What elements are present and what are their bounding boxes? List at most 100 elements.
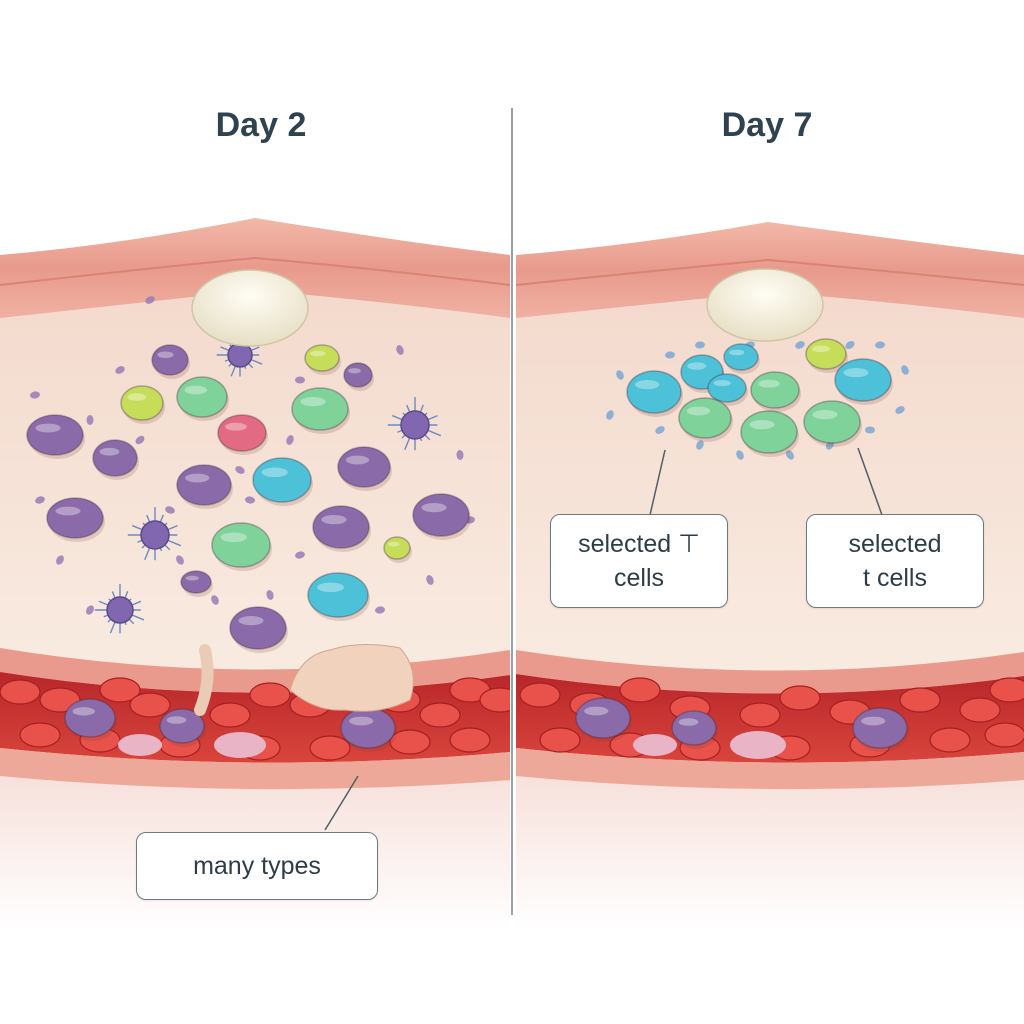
- upper-membrane: [0, 218, 510, 318]
- red-blood-cell: [739, 702, 781, 728]
- red-blood-cell: [0, 679, 41, 705]
- lime-cell: [120, 385, 165, 424]
- day2-panel: [0, 218, 510, 930]
- cell-fragment: [86, 605, 94, 615]
- migrating-strand: [194, 644, 214, 716]
- pointer-line-selected-left: [649, 449, 666, 516]
- callout-line-2: cells: [613, 564, 664, 592]
- lime-cell: [383, 536, 412, 563]
- callout-line-1: selected: [848, 530, 942, 558]
- torn-tissue-shape: [289, 643, 414, 712]
- red-blood-cell: [39, 687, 81, 713]
- cell-fragment: [795, 341, 805, 349]
- cell-fragment: [736, 450, 744, 460]
- red-blood-cell: [984, 722, 1024, 748]
- lymph-node-dome: [191, 269, 309, 347]
- purple-cell: [151, 344, 190, 379]
- cell-fragment: [875, 341, 885, 349]
- cell-cluster-day2: [26, 296, 475, 653]
- pale-cell: [730, 731, 786, 759]
- cell-fragment: [785, 450, 795, 460]
- cell-fragment: [235, 466, 245, 474]
- green-cell: [176, 376, 229, 421]
- blood-vessel-wall-bottom: [0, 748, 510, 790]
- red-blood-cell: [519, 682, 561, 708]
- green-cell: [803, 400, 862, 447]
- cell-fragment: [665, 351, 675, 359]
- purple-cell: [575, 697, 632, 742]
- pink-cell: [217, 414, 268, 455]
- purple-cell: [159, 708, 206, 747]
- purple-cell: [92, 439, 139, 480]
- red-blood-cell: [419, 702, 461, 728]
- cell-fragment: [145, 296, 155, 304]
- purple-cell: [64, 698, 117, 741]
- dendritic-cell: [94, 584, 145, 634]
- purple-cell: [671, 710, 718, 749]
- red-blood-cell: [899, 687, 941, 713]
- red-blood-cell: [989, 677, 1024, 703]
- lymph-node-dome: [706, 268, 824, 342]
- cell-fragment: [845, 340, 855, 350]
- callout-line-2: t cells: [863, 564, 927, 592]
- purple-cell: [343, 362, 374, 391]
- green-cell: [291, 387, 350, 434]
- lower-tissue: [516, 753, 1024, 930]
- pale-cell: [214, 732, 266, 758]
- purple-cell: [46, 497, 105, 542]
- red-blood-cell: [209, 702, 251, 728]
- cell-fragment: [901, 365, 909, 375]
- red-blood-cell: [779, 685, 821, 711]
- red-blood-cell: [619, 677, 661, 703]
- cell-fragment: [115, 366, 125, 374]
- pointer-line-selected-right: [857, 447, 883, 516]
- cell-fragment: [655, 426, 665, 434]
- cell-fragment: [165, 506, 175, 514]
- cyan-cell: [626, 370, 683, 417]
- cell-fragment: [456, 450, 464, 460]
- purple-cell: [176, 464, 233, 509]
- callout-selected-t-cells-left: selected ⊤ cells: [550, 514, 728, 608]
- cell-fragment: [56, 555, 64, 565]
- purple-cell: [180, 570, 213, 597]
- purple-cell: [337, 446, 392, 491]
- callout-many-types: many types: [136, 832, 378, 900]
- blood-cells-day7: [519, 677, 1024, 761]
- cell-fragment: [176, 555, 184, 565]
- cell-fragment: [396, 345, 404, 355]
- red-blood-cell: [389, 729, 431, 755]
- cell-fragment: [695, 341, 705, 349]
- cyan-cell: [252, 457, 313, 506]
- purple-cell: [229, 606, 288, 653]
- cell-fragment: [375, 606, 385, 614]
- purple-cell: [852, 707, 909, 752]
- cell-fragment: [286, 435, 294, 445]
- red-blood-cell: [129, 692, 171, 718]
- cyan-cell: [723, 343, 760, 374]
- cell-fragment: [30, 391, 40, 399]
- upper-membrane-line: [0, 256, 510, 286]
- pale-cell: [633, 734, 677, 756]
- cell-fragment: [616, 370, 624, 380]
- cell-fragment: [266, 590, 274, 600]
- green-cell: [678, 397, 733, 442]
- dendritic-cell: [127, 507, 182, 561]
- red-blood-cell: [249, 682, 291, 708]
- cell-fragment: [245, 496, 255, 504]
- cyan-cell: [707, 373, 748, 406]
- green-cell: [750, 371, 801, 412]
- cyan-cell: [307, 572, 370, 621]
- cell-fragment: [295, 376, 305, 384]
- red-blood-cell: [449, 727, 491, 753]
- red-blood-cell: [539, 727, 581, 753]
- cell-fragment: [606, 410, 614, 420]
- purple-cell: [412, 493, 471, 540]
- day2-title: Day 2: [215, 106, 307, 144]
- pale-cell: [118, 734, 162, 756]
- red-blood-cell: [19, 722, 61, 748]
- callout-text: many types: [193, 852, 321, 880]
- callout-line-1: selected ⊤: [578, 530, 700, 558]
- purple-cell: [26, 414, 85, 459]
- red-blood-cell: [99, 677, 141, 703]
